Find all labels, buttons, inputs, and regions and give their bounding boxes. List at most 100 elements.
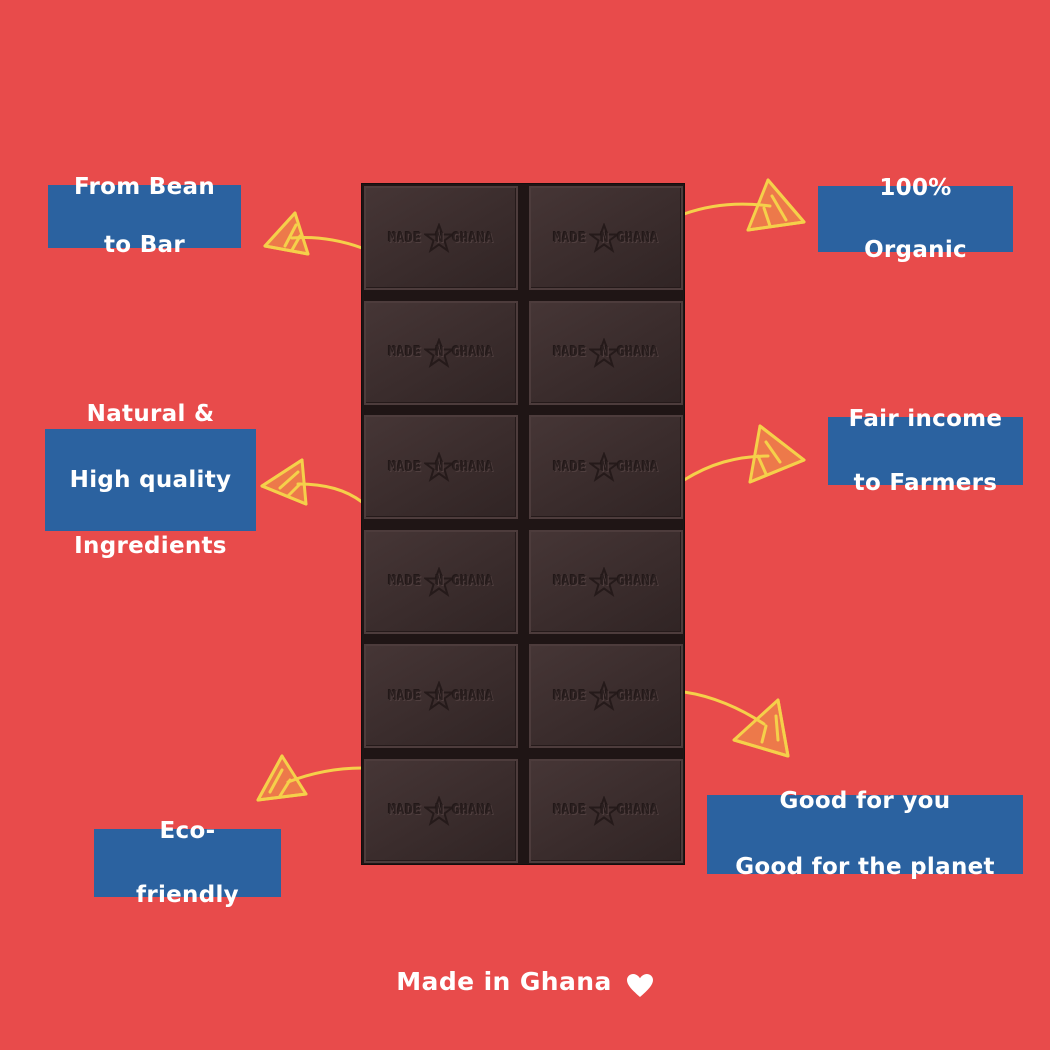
star-icon: [423, 223, 454, 253]
embossed-text-left: MADE: [553, 803, 587, 818]
embossed-text-left: MADE: [553, 688, 587, 704]
embossed-logo: MADE N GHANA: [553, 223, 658, 253]
label-organic: 100% Organic: [818, 175, 1013, 263]
embossed-text-right: GHANA: [452, 230, 494, 246]
star-icon: [588, 337, 619, 368]
chocolate-square: MADE N GHANA: [529, 186, 683, 290]
label-good-line-2: Good for the planet: [735, 854, 995, 880]
embossed-text-right: GHANA: [617, 230, 659, 246]
embossed-text-right: GHANA: [452, 574, 494, 589]
embossed-logo: MADE N GHANA: [553, 566, 659, 597]
footer: Made in Ghana: [0, 965, 1050, 998]
embossed-text-middle: N: [600, 803, 609, 818]
label-natural-line-1: Natural &: [86, 400, 215, 427]
label-good-line-1: Good for you: [779, 788, 951, 814]
embossed-text-middle: N: [435, 459, 444, 475]
embossed-logo: MADE N GHANA: [553, 681, 658, 711]
arrow-eco: [256, 754, 364, 802]
label-good: Good for you Good for the planet: [707, 788, 1023, 880]
chocolate-square: MADE N GHANA: [364, 644, 518, 748]
label-eco-line-1: Eco-: [159, 818, 216, 844]
star-icon: [588, 566, 619, 597]
chocolate-square: MADE N GHANA: [364, 529, 518, 634]
embossed-text-middle: N: [600, 230, 609, 246]
label-bean-to-bar: From Bean to Bar: [48, 174, 241, 258]
footer-text: Made in Ghana: [396, 967, 612, 996]
embossed-text-right: GHANA: [617, 688, 659, 704]
label-fair-income: Fair income to Farmers: [828, 406, 1023, 496]
embossed-text-middle: N: [600, 688, 609, 704]
embossed-text-left: MADE: [388, 574, 422, 589]
star-icon: [588, 223, 619, 253]
arrow-natural: [260, 458, 364, 506]
embossed-text-left: MADE: [388, 345, 422, 360]
embossed-text-right: GHANA: [617, 459, 659, 475]
embossed-text-right: GHANA: [617, 574, 659, 589]
embossed-logo: MADE N GHANA: [388, 795, 494, 826]
embossed-text-right: GHANA: [617, 345, 659, 360]
label-eco-line-2: friendly: [136, 882, 239, 908]
chocolate-bar: MADE N GHANA MADE N GHANA MADE N GHANA MADE N GHANA…: [362, 184, 684, 864]
embossed-text-right: GHANA: [452, 803, 494, 818]
label-fair-income-line-1: Fair income: [848, 406, 1003, 432]
label-natural: Natural & High quality Ingredients: [45, 401, 256, 559]
embossed-text-left: MADE: [553, 345, 587, 360]
embossed-logo: MADE N GHANA: [553, 337, 659, 368]
embossed-text-right: GHANA: [452, 345, 494, 360]
label-natural-line-3: Ingredients: [74, 532, 227, 559]
star-icon: [423, 452, 454, 482]
embossed-logo: MADE N GHANA: [388, 337, 494, 368]
embossed-text-left: MADE: [388, 803, 422, 818]
embossed-text-left: MADE: [388, 688, 422, 704]
chocolate-square: MADE N GHANA: [529, 758, 683, 863]
chocolate-square: MADE N GHANA: [364, 300, 518, 405]
star-icon: [423, 566, 454, 597]
star-icon: [423, 795, 454, 826]
embossed-text-right: GHANA: [452, 688, 494, 704]
chocolate-square: MADE N GHANA: [364, 758, 518, 863]
label-natural-line-2: High quality: [69, 466, 232, 493]
label-bean-to-bar-line-1: From Bean: [73, 174, 216, 200]
arrow-organic: [682, 178, 806, 232]
star-icon: [588, 452, 619, 482]
embossed-text-right: GHANA: [617, 803, 659, 818]
embossed-text-left: MADE: [553, 574, 587, 589]
embossed-logo: MADE N GHANA: [553, 795, 659, 826]
embossed-logo: MADE N GHANA: [388, 223, 493, 253]
star-icon: [588, 681, 619, 711]
embossed-text-left: MADE: [553, 230, 587, 246]
star-icon: [588, 795, 619, 826]
label-bean-to-bar-line-2: to Bar: [104, 232, 185, 258]
embossed-logo: MADE N GHANA: [388, 681, 493, 711]
chocolate-square: MADE N GHANA: [529, 529, 683, 634]
embossed-text-middle: N: [435, 688, 444, 704]
embossed-text-middle: N: [435, 574, 444, 589]
embossed-text-left: MADE: [388, 459, 422, 475]
embossed-text-middle: N: [600, 574, 609, 589]
label-organic-line-2: Organic: [864, 236, 967, 263]
label-fair-income-line-2: to Farmers: [853, 470, 998, 496]
embossed-text-middle: N: [600, 345, 609, 360]
arrow-good: [682, 690, 790, 758]
embossed-text-left: MADE: [553, 459, 587, 475]
arrow-bean-to-bar: [263, 211, 364, 256]
embossed-text-left: MADE: [388, 230, 422, 246]
arrow-fair-income: [682, 424, 806, 484]
embossed-text-middle: N: [435, 803, 444, 818]
embossed-text-middle: N: [435, 230, 444, 246]
embossed-logo: MADE N GHANA: [388, 566, 494, 597]
star-icon: [423, 681, 454, 711]
chocolate-square: MADE N GHANA: [364, 415, 518, 519]
star-icon: [423, 337, 454, 368]
chocolate-square: MADE N GHANA: [529, 300, 683, 405]
chocolate-square: MADE N GHANA: [364, 186, 518, 290]
embossed-text-middle: N: [435, 345, 444, 360]
chocolate-square: MADE N GHANA: [529, 644, 683, 748]
label-organic-line-1: 100%: [879, 174, 952, 201]
embossed-logo: MADE N GHANA: [388, 452, 493, 482]
embossed-text-right: GHANA: [452, 459, 494, 475]
label-eco: Eco- friendly: [94, 818, 281, 908]
